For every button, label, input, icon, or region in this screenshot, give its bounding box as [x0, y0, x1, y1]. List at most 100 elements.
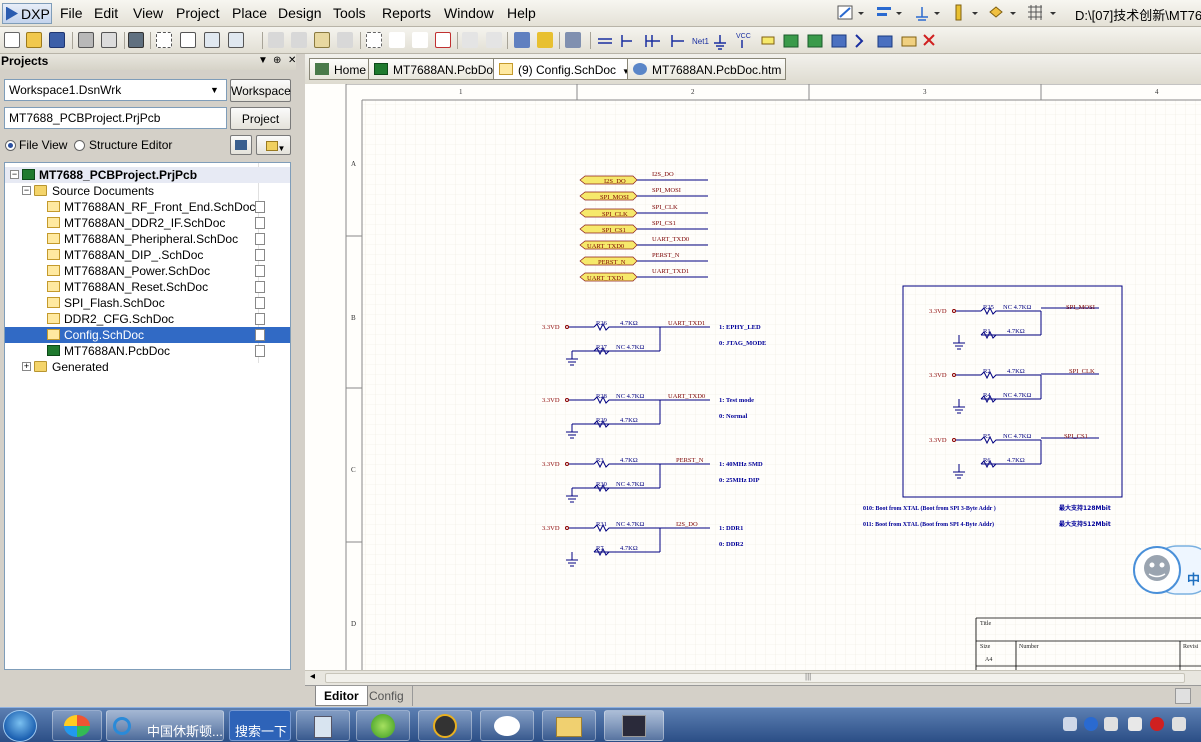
tree-item-config-selected[interactable]: Config.SchDoc [5, 327, 290, 343]
workspace-dropdown[interactable]: Workspace1.DsnWrk [4, 79, 227, 101]
deselect-icon[interactable] [435, 32, 451, 48]
tree-item-doc[interactable]: MT7688AN_Pheripheral.SchDoc [5, 231, 290, 247]
pullup-circuit[interactable]: 3.3VD R28 NC 4.7KΩ R29 4.7KΩ UART_TXD0 1… [542, 393, 754, 439]
select-overlap-icon[interactable] [412, 32, 428, 48]
tree-item-doc[interactable]: DDR2_CFG.SchDoc [5, 311, 290, 327]
menu-place[interactable]: Place [232, 5, 268, 21]
cut-icon[interactable] [268, 32, 284, 48]
menu-help[interactable]: Help [507, 5, 536, 21]
device-sheet-icon[interactable] [128, 32, 144, 48]
taskbar-calculator[interactable] [296, 710, 350, 741]
pullup-circuit[interactable]: 3.3VD R2 4.7KΩ R4 NC 4.7KΩ SPI_CLK [929, 368, 1099, 414]
align-tools-toolbar[interactable] [832, 3, 1072, 23]
tree-folder-generated[interactable]: + Generated [22, 360, 109, 374]
scroll-left-icon[interactable]: ◂ [310, 671, 316, 682]
assistant-widget[interactable]: 中 [1133, 545, 1201, 595]
tree-item-doc[interactable]: MT7688AN_RF_Front_End.SchDoc [5, 199, 290, 215]
tab-pcbdoc-htm[interactable]: MT7688AN.PcbDoc.htm [627, 58, 787, 80]
redo-icon[interactable] [486, 32, 502, 48]
menu-edit[interactable]: Edit [94, 5, 119, 21]
menu-window[interactable]: Window [444, 5, 494, 21]
keyboard-icon[interactable] [1063, 717, 1077, 731]
tree-item-doc[interactable]: MT7688AN_Reset.SchDoc [5, 279, 290, 295]
menu-reports[interactable]: Reports [382, 5, 432, 21]
zoom-dropdown-icon[interactable] [228, 32, 244, 48]
print-icon[interactable] [78, 32, 94, 48]
taskbar-ie[interactable]: 中国休斯顿... [106, 710, 224, 741]
menu-tools[interactable]: Tools [333, 5, 366, 21]
menu-design[interactable]: Design [278, 5, 322, 21]
pin-icon[interactable]: ⊕ [273, 55, 282, 66]
cross-probe-icon[interactable] [537, 32, 553, 48]
structure-editor-radio[interactable] [74, 140, 85, 151]
pullup-circuit[interactable]: 3.3VD R25 NC 4.7KΩ R1 4.7KΩ SPI_MOSI [929, 304, 1099, 350]
copy-icon[interactable] [291, 32, 307, 48]
zoom-fit-icon[interactable] [156, 32, 172, 48]
taskbar-explorer[interactable] [542, 710, 596, 741]
move-icon[interactable] [389, 32, 405, 48]
pullup-circuit[interactable]: 3.3VD R26 4.7KΩ R27 NC 4.7KΩ UART_TXD1 1… [542, 320, 766, 366]
file-view-radio[interactable] [5, 140, 16, 151]
menu-view[interactable]: View [133, 5, 164, 21]
taskbar-altium[interactable] [604, 710, 664, 741]
menu-project[interactable]: Project [176, 5, 220, 21]
network-icon[interactable] [1128, 717, 1142, 731]
close-icon[interactable]: ✕ [288, 55, 297, 66]
taskbar-uedit[interactable] [418, 710, 472, 741]
chevron-down-icon[interactable]: ▼ [210, 85, 219, 95]
collapse-icon[interactable]: − [22, 185, 31, 195]
taskbar-browser[interactable] [356, 710, 410, 741]
tree-item-doc[interactable]: MT7688AN_Power.SchDoc [5, 263, 290, 279]
wiring-toolbar[interactable]: Net1 VCC [596, 31, 941, 51]
new-icon[interactable] [4, 32, 20, 48]
pullup-circuit[interactable]: 3.3VD R5 NC 4.7KΩ R6 4.7KΩ SPI_CS1 [929, 433, 1099, 479]
save-icon[interactable] [49, 32, 65, 48]
collapse-icon[interactable]: − [10, 169, 19, 179]
tab-config-schdoc[interactable]: (9) Config.SchDoc▼ [493, 58, 635, 80]
start-button[interactable] [3, 710, 37, 742]
menu-file[interactable]: File [60, 5, 83, 21]
tree-root[interactable]: − MT7688_PCBProject.PrjPcb [5, 167, 290, 183]
tree-item-doc[interactable]: SPI_Flash.SchDoc [5, 295, 290, 311]
workspace-button[interactable]: Workspace [230, 79, 291, 102]
chevron-down-icon[interactable]: ▼ [622, 67, 630, 76]
dxp-menu-button[interactable]: DXP [2, 3, 52, 24]
pullup-circuit[interactable]: 3.3VD R3 4.7KΩ R30 NC 4.7KΩ PERST_N 1: 4… [542, 457, 763, 503]
pen-icon[interactable] [1175, 688, 1191, 704]
tab-home[interactable]: Home [309, 58, 372, 80]
tree-item-doc[interactable]: MT7688AN.PcbDoc [5, 343, 290, 359]
print-preview-icon[interactable] [101, 32, 117, 48]
volume-icon[interactable] [1172, 717, 1186, 731]
panel-menu-icon[interactable]: ▼ [258, 55, 268, 66]
tree-item-doc[interactable]: MT7688AN_DDR2_IF.SchDoc [5, 215, 290, 231]
taskbar-app[interactable] [52, 710, 102, 741]
tree-item-doc[interactable]: MT7688AN_DIP_.SchDoc [5, 247, 290, 263]
help-icon[interactable] [1084, 717, 1098, 731]
paste-icon[interactable] [314, 32, 330, 48]
project-button[interactable]: Project [230, 107, 291, 130]
pullup-circuit[interactable]: 3.3VD R31 NC 4.7KΩ R7 4.7KΩ I2S_DO 1: DD… [542, 521, 743, 567]
open-icon[interactable] [26, 32, 42, 48]
zoom-area-icon[interactable] [180, 32, 196, 48]
tab-editor[interactable]: Editor [315, 686, 368, 706]
security-icon[interactable] [1150, 717, 1164, 731]
taskbar-search[interactable]: 搜索一下 [229, 710, 291, 741]
tray-expand-icon[interactable] [1104, 717, 1118, 731]
taskbar-wechat[interactable] [480, 710, 534, 741]
browse-library-icon[interactable] [565, 32, 581, 48]
project-field[interactable]: MT7688_PCBProject.PrjPcb [4, 107, 227, 129]
zoom-selected-icon[interactable] [204, 32, 220, 48]
tree-folder-source[interactable]: − Source Documents [22, 184, 155, 198]
tab-config[interactable]: Config [361, 686, 413, 706]
scroll-thumb[interactable] [325, 673, 1185, 683]
add-document-button[interactable]: ▼ [256, 135, 291, 155]
library-button[interactable] [230, 135, 252, 155]
